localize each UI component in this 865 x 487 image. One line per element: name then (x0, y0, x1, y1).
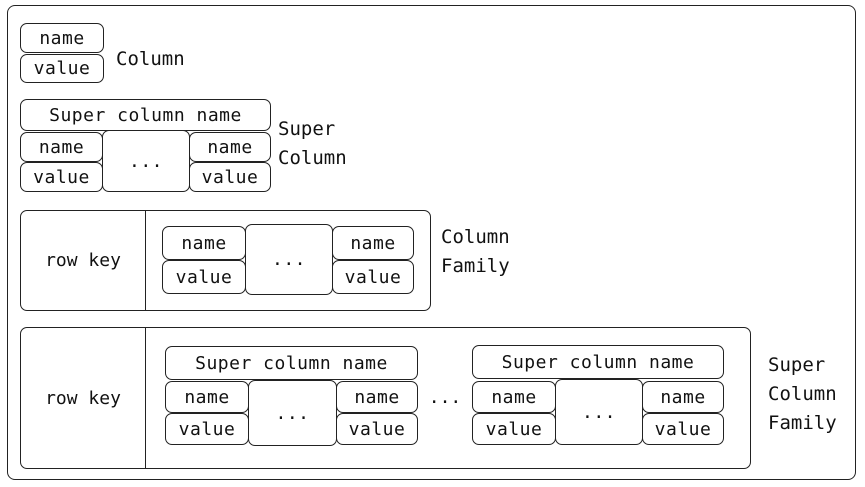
column-family-divider (145, 211, 146, 310)
scf-between-ellipsis: ... (428, 386, 462, 408)
scf-super-column-2-right-name: name (642, 381, 724, 413)
super-column-family-row-key: row key (45, 387, 121, 409)
super-column-family-caption-line3: Family (768, 412, 837, 434)
super-column-family-caption-line1: Super (768, 354, 826, 376)
column-family-caption-line2: Family (441, 255, 510, 277)
scf-super-column-1-left-name: name (165, 381, 249, 413)
column-family-row-key: row key (45, 250, 121, 271)
super-column-ellipsis-cell: ... (102, 130, 190, 192)
scf-super-column-1-right-name: name (336, 381, 418, 413)
scf-super-column-1-right-value: value (336, 413, 418, 445)
scf-super-column-2-left-value: value (472, 413, 556, 445)
scf-super-column-1-left-value: value (165, 413, 249, 445)
scf-super-column-2-right-value: value (642, 413, 724, 445)
scf-super-column-2-title: Super column name (472, 345, 724, 379)
scf-super-column-2-ellipsis: ... (555, 379, 643, 445)
super-column-left-value-cell: value (20, 162, 103, 192)
column-family-ellipsis-cell: ... (245, 224, 333, 295)
scf-super-column-1-ellipsis: ... (248, 380, 337, 446)
super-column-title-cell: Super column name (20, 99, 271, 131)
super-column-right-name-cell: name (189, 132, 271, 162)
column-family-left-value-cell: value (162, 260, 246, 294)
column-family-caption-line1: Column (441, 226, 510, 248)
column-caption: Column (116, 48, 185, 70)
super-column-left-name-cell: name (20, 132, 103, 162)
super-column-right-value-cell: value (189, 162, 271, 192)
super-column-family-divider (145, 328, 146, 468)
column-family-right-name-cell: name (332, 226, 414, 260)
scf-super-column-2-left-name: name (472, 381, 556, 413)
column-family-left-name-cell: name (162, 226, 246, 260)
scf-super-column-1-title: Super column name (165, 346, 418, 380)
column-family-right-value-cell: value (332, 260, 414, 294)
super-column-caption-line1: Super (278, 118, 336, 140)
column-name-cell: name (20, 23, 104, 53)
diagram-frame (7, 5, 856, 480)
super-column-family-caption-line2: Column (768, 383, 837, 405)
super-column-caption-line2: Column (278, 147, 347, 169)
column-value-cell: value (20, 54, 104, 83)
